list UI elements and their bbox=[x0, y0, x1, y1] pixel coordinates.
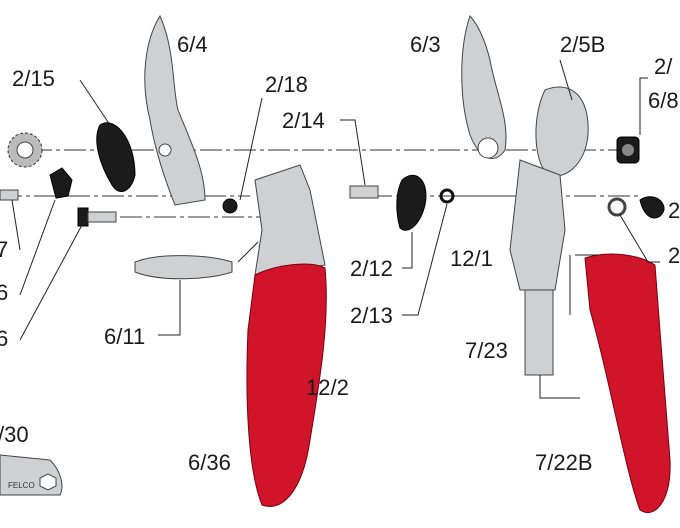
part-lever bbox=[49, 167, 73, 199]
leader-7-22B bbox=[569, 254, 598, 315]
label-7-left: 7 bbox=[0, 237, 8, 262]
part-2-5B-anvil bbox=[535, 86, 589, 177]
part-2-14-screw bbox=[349, 185, 379, 199]
part-2-18-nut bbox=[222, 198, 238, 214]
label-2-5B: 2/5B bbox=[560, 32, 605, 57]
part-7-22B-handle-grip bbox=[584, 253, 671, 513]
label-6-36: 6/36 bbox=[188, 450, 231, 475]
label-2-12: 2/12 bbox=[350, 256, 393, 281]
label-6-11: 6/11 bbox=[104, 324, 145, 349]
part-6-11-spring bbox=[134, 255, 233, 280]
label-2-top-right: 2/ bbox=[654, 54, 673, 79]
label-2-13: 2/13 bbox=[350, 303, 393, 328]
part-7-23-shaft bbox=[524, 289, 554, 376]
label-12-1: 12/1 bbox=[450, 246, 493, 271]
leader-lines bbox=[11, 59, 660, 341]
leader-7-23 bbox=[539, 375, 580, 399]
label-2-14: 2/14 bbox=[282, 108, 325, 133]
label-7-22B: 7/22B bbox=[535, 450, 593, 475]
wrench-logo: FELCO bbox=[8, 481, 35, 490]
label-2-18: 2/18 bbox=[265, 72, 308, 97]
part-6-4-blade bbox=[144, 14, 206, 206]
part-12-2-handle-grip bbox=[246, 263, 327, 507]
label-7-23: 7/23 bbox=[465, 338, 508, 363]
label-6-left-b: 6 bbox=[0, 326, 8, 351]
part-bolt bbox=[77, 207, 117, 227]
part-12-1-handle-frame bbox=[509, 159, 566, 291]
label-6-8: 6/8 bbox=[648, 88, 679, 113]
part-cap-right bbox=[639, 196, 665, 219]
label-30: /30 bbox=[0, 422, 29, 447]
part-6-8-bushing bbox=[616, 136, 640, 164]
label-6-3: 6/3 bbox=[410, 32, 441, 57]
part-wrench-30: FELCO bbox=[0, 454, 63, 496]
label-2-right-a: 2 bbox=[668, 198, 680, 223]
part-washer-right bbox=[607, 197, 627, 217]
part-2-15-plate bbox=[96, 122, 136, 192]
label-12-2: 12/2 bbox=[306, 375, 349, 400]
part-2-13-washer bbox=[439, 188, 455, 204]
part-6-3-blade bbox=[461, 15, 507, 159]
blade-pivot-hole bbox=[158, 143, 172, 157]
part-screw-left bbox=[0, 189, 19, 201]
label-2-right-b: 2 bbox=[668, 243, 680, 268]
part-2-12-plate bbox=[396, 174, 427, 231]
label-6-left-a: 6 bbox=[0, 280, 8, 305]
part-labels: 6/4 2/15 2/18 2/14 6/3 2/5B 2/ 6/8 7 6 6… bbox=[0, 32, 680, 475]
label-6-4: 6/4 bbox=[177, 32, 208, 57]
part-gear-wheel bbox=[7, 132, 43, 168]
label-2-15: 2/15 bbox=[12, 66, 55, 91]
part-12-2-handle-frame bbox=[254, 164, 326, 276]
